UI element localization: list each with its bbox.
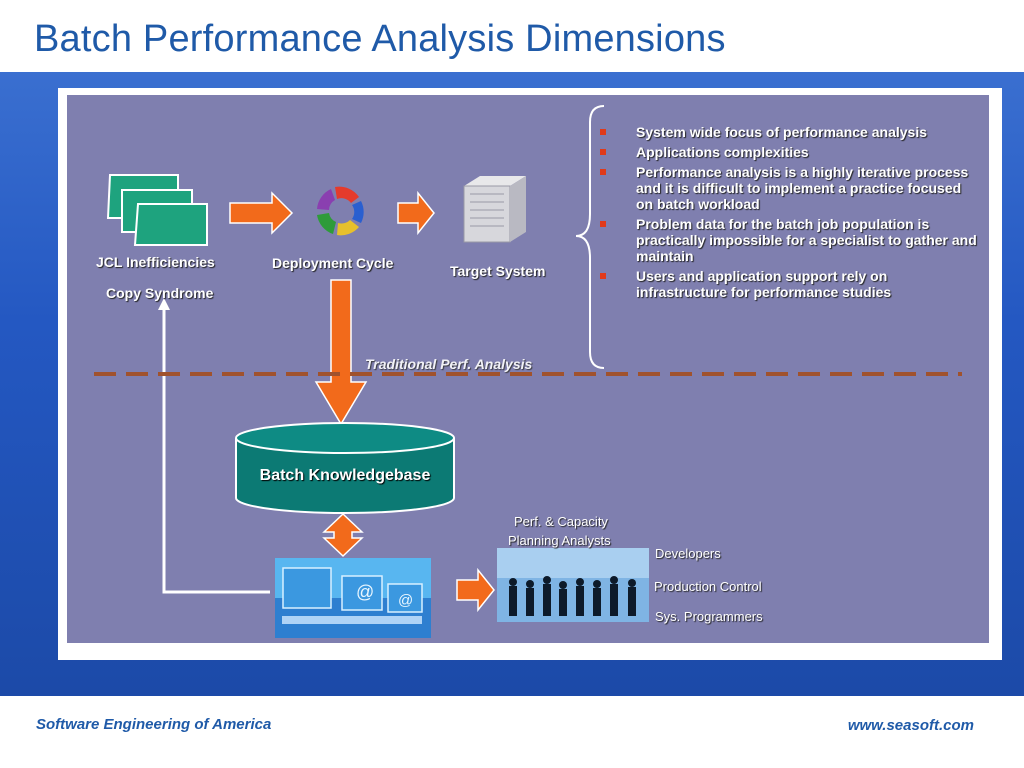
page-title: Batch Performance Analysis Dimensions — [34, 18, 726, 60]
analysts-label-line2: Planning Analysts — [508, 533, 611, 548]
production-control-label: Production Control — [654, 579, 762, 594]
deployment-label: Deployment Cycle — [272, 255, 394, 271]
analysts-label-line1: Perf. & Capacity — [514, 514, 608, 529]
grouping-brace — [575, 105, 605, 369]
issue-item: Applications complexities — [600, 144, 980, 160]
bullet-marker-icon — [600, 221, 606, 227]
copy-syndrome-label: Copy Syndrome — [106, 285, 214, 301]
bullet-marker-icon — [600, 149, 606, 155]
bullet-marker-icon — [600, 273, 606, 279]
arrow-to-target — [397, 190, 435, 236]
bidirectional-arrow — [322, 512, 364, 558]
jcl-documents-icon — [106, 174, 208, 246]
target-label: Target System — [450, 263, 546, 279]
traditional-analysis-label: Traditional Perf. Analysis — [365, 356, 533, 372]
bullet-marker-icon — [600, 129, 606, 135]
footer-company: Software Engineering of America — [36, 716, 272, 733]
issue-item: System wide focus of performance analysi… — [600, 124, 980, 140]
sys-programmers-label: Sys. Programmers — [655, 609, 763, 624]
jcl-label: JCL Inefficiencies — [96, 254, 215, 270]
feedback-arrow — [158, 298, 270, 594]
arrow-to-knowledgebase — [314, 279, 368, 426]
people-silhouettes-icon — [497, 548, 649, 622]
knowledgebase-cylinder — [235, 422, 455, 514]
issue-item: Performance analysis is a highly iterati… — [600, 164, 980, 212]
deployment-cycle-icon — [317, 186, 364, 236]
dashed-divider — [94, 372, 962, 376]
issue-list: System wide focus of performance analysi… — [600, 124, 980, 304]
issue-item: Problem data for the batch job populatio… — [600, 216, 980, 264]
knowledgebase-label: Batch Knowledgebase — [259, 467, 431, 484]
footer-website[interactable]: www.seasoft.com — [847, 717, 974, 734]
arrow-to-deployment — [229, 191, 294, 235]
computers-icon: @ @ — [275, 558, 431, 638]
bullet-marker-icon — [600, 169, 606, 175]
svg-text:@: @ — [356, 582, 374, 602]
issue-item: Users and application support rely on in… — [600, 268, 980, 300]
server-icon — [463, 176, 526, 243]
arrow-to-people — [456, 567, 495, 613]
developers-label: Developers — [655, 546, 721, 561]
svg-text:@: @ — [398, 592, 413, 609]
